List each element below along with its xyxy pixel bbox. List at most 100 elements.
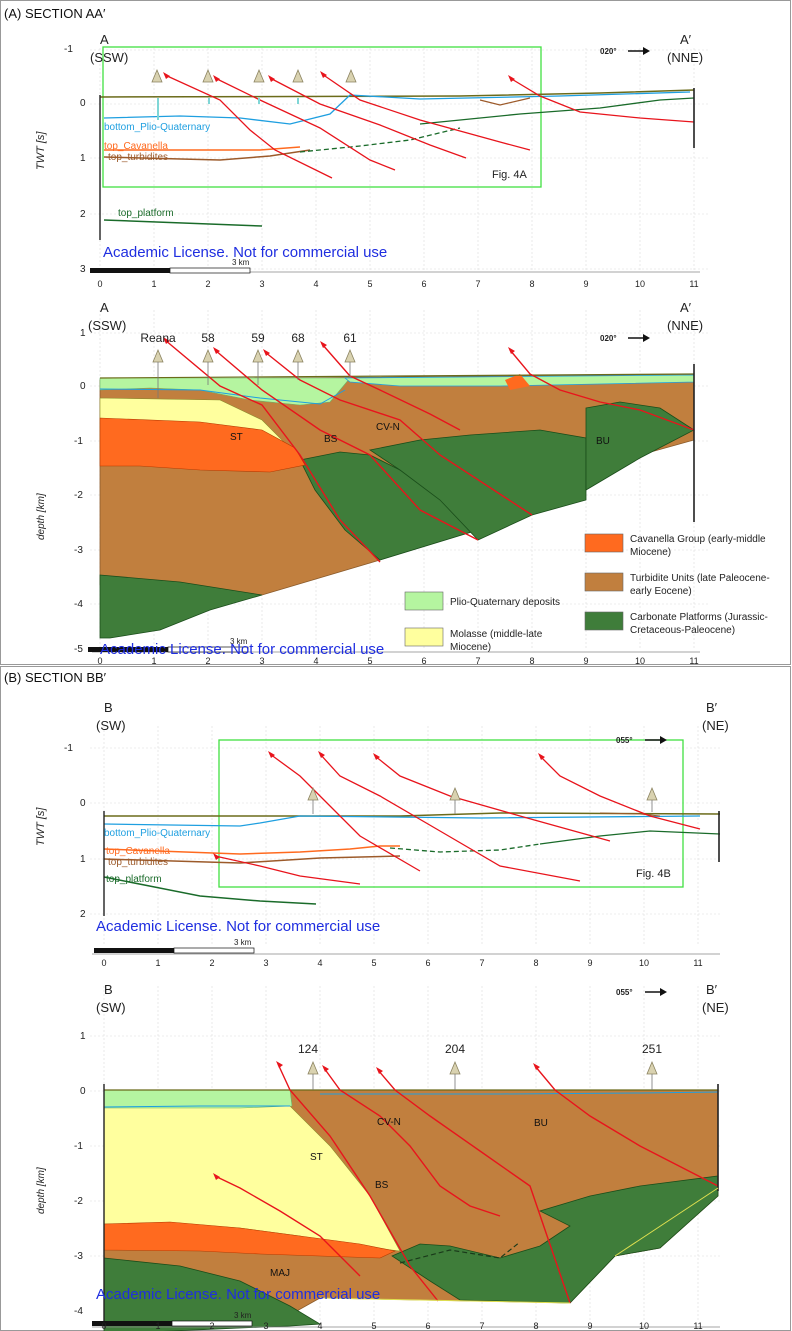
a-depth-well-label: 58: [201, 331, 215, 345]
a-depth-scale-label: 3 km: [230, 637, 248, 646]
a-depth-direction: 020°: [600, 334, 617, 343]
b-depth-ytick: -2: [74, 1196, 83, 1207]
b-depth-well-label: 251: [642, 1042, 662, 1056]
b-depth-fault-label: MAJ: [270, 1268, 290, 1279]
legend-cavanella-label: Cavanella Group (early-middle: [630, 534, 766, 545]
a-twt-xtick: 0: [97, 279, 102, 289]
b-depth-direction: 055°: [616, 988, 633, 997]
b-twt-end-right: B′: [706, 700, 718, 715]
b-twt-fig-label: Fig. 4B: [636, 868, 671, 880]
a-depth-ylabel: depth [km]: [36, 493, 47, 540]
a-depth-ytick: -3: [74, 545, 83, 556]
b-depth-end-right-dir: (NE): [702, 1000, 729, 1015]
a-twt-xtick: 3: [259, 279, 264, 289]
a-twt-xtick: 8: [529, 279, 534, 289]
a-depth-license: Academic License. Not for commercial use: [100, 641, 385, 658]
a-depth-fault-label: BS: [324, 434, 338, 445]
a-twt-end-left: A: [100, 32, 109, 47]
b-twt-license: Academic License. Not for commercial use: [96, 918, 381, 935]
b-twt-horizon-label: top_Cavanella: [106, 846, 170, 857]
b-twt-xtick: 11: [693, 958, 702, 966]
b-twt-horizon-label: bottom_Plio-Quaternary: [104, 828, 210, 839]
b-twt-xtick: 9: [587, 958, 592, 966]
a-depth-xtick: 10: [635, 656, 645, 665]
a-twt-license: Academic License. Not for commercial use: [103, 244, 388, 261]
b-depth-xtick: 0: [101, 1321, 106, 1331]
a-depth-ytick: -4: [74, 599, 83, 610]
b-depth-end-right: B′: [706, 982, 718, 997]
b-depth-ytick: -1: [74, 1141, 83, 1152]
legend-turbidite-label: Turbidite Units (late Paleocene-: [630, 573, 770, 584]
b-depth-xtick: 1: [155, 1321, 160, 1331]
a-depth-ytick: -5: [74, 644, 83, 655]
b-depth-scale-label: 3 km: [234, 1311, 252, 1320]
b-depth-xtick: 9: [587, 1321, 592, 1331]
b-twt-xtick: 8: [533, 958, 538, 966]
b-twt-ytick: 1: [80, 854, 86, 865]
a-depth-xtick: 8: [529, 656, 534, 665]
b-depth-fault-label: ST: [310, 1152, 323, 1163]
b-depth-ylabel: depth [km]: [36, 1167, 47, 1214]
a-depth-well-label: 61: [343, 331, 357, 345]
legend-carbonate-label-2: Cretaceous-Paleocene): [630, 625, 735, 636]
legend-molasse-label-2: Miocene): [450, 642, 491, 653]
b-twt-ytick: 2: [80, 909, 86, 920]
b-depth-ytick: -3: [74, 1251, 83, 1262]
b-depth-fault-label: CV-N: [377, 1117, 401, 1128]
panel-a-title: (A) SECTION AA′: [4, 6, 106, 21]
b-twt-end-right-dir: (NE): [702, 718, 729, 733]
a-twt-horizon-label: top_platform: [118, 208, 174, 219]
section-bb-depth: 1 0 -1 -2 -3 -4 0 1 2 3 4 5 6 7 8 9 10 1…: [36, 982, 729, 1331]
b-twt-xtick: 7: [479, 958, 484, 966]
a-twt-xtick: 10: [635, 279, 645, 289]
a-depth-xtick: 2: [205, 656, 210, 665]
b-twt-xtick: 5: [371, 958, 376, 966]
a-depth-well-label: 68: [291, 331, 305, 345]
a-twt-xtick: 11: [689, 279, 698, 289]
a-depth-xtick: 5: [367, 656, 372, 665]
a-twt-xtick: 7: [475, 279, 480, 289]
a-depth-xtick: 0: [97, 656, 102, 665]
b-depth-xtick: 5: [371, 1321, 376, 1331]
a-twt-direction: 020°: [600, 47, 617, 56]
a-twt-horizon-label: top_turbidites: [108, 152, 168, 163]
a-twt-xtick: 1: [151, 279, 156, 289]
b-depth-end-left-dir: (SW): [96, 1000, 126, 1015]
b-twt-ytick: -1: [64, 743, 73, 754]
b-twt-scale-label: 3 km: [234, 938, 252, 947]
b-twt-xtick: 1: [155, 958, 160, 966]
a-depth-xtick: 4: [313, 656, 318, 665]
b-twt-xtick: 4: [317, 958, 322, 966]
a-twt-horizon-label: top_Cavanella: [104, 141, 168, 152]
a-depth-well-label: 59: [251, 331, 265, 345]
b-twt-ylabel: TWT [s]: [35, 807, 47, 846]
b-depth-end-left: B: [104, 982, 113, 997]
b-twt-xtick: 2: [209, 958, 214, 966]
a-depth-xtick: 1: [151, 656, 156, 665]
a-depth-xtick: 7: [475, 656, 480, 665]
a-depth-ytick: 1: [80, 328, 86, 339]
b-depth-ytick: 0: [80, 1086, 86, 1097]
b-twt-xtick: 10: [639, 958, 649, 966]
a-depth-fault-label: BU: [596, 436, 610, 447]
a-twt-ylabel: TWT [s]: [35, 131, 47, 170]
b-twt-xtick: 0: [101, 958, 106, 966]
a-twt-end-right-dir: (NNE): [667, 50, 703, 65]
a-depth-end-left-dir: (SSW): [88, 318, 126, 333]
legend-molasse-label: Molasse (middle-late: [450, 629, 543, 640]
a-twt-ytick: 3: [80, 264, 86, 275]
b-depth-ytick: -4: [74, 1306, 83, 1317]
b-twt-end-left: B: [104, 700, 113, 715]
a-twt-xtick: 4: [313, 279, 318, 289]
b-depth-xtick: 4: [317, 1321, 322, 1331]
a-depth-ytick: -1: [74, 436, 83, 447]
b-twt-xtick: 6: [425, 958, 430, 966]
a-twt-end-left-dir: (SSW): [90, 50, 128, 65]
b-depth-fault-label: BS: [375, 1180, 389, 1191]
a-depth-fault-label: ST: [230, 432, 243, 443]
a-depth-xtick: 9: [583, 656, 588, 665]
a-depth-fault-label: CV-N: [376, 422, 400, 433]
a-depth-xtick: 11: [689, 656, 698, 665]
b-twt-horizon-label: top_turbidites: [108, 857, 168, 868]
a-twt-ytick: 2: [80, 209, 86, 220]
